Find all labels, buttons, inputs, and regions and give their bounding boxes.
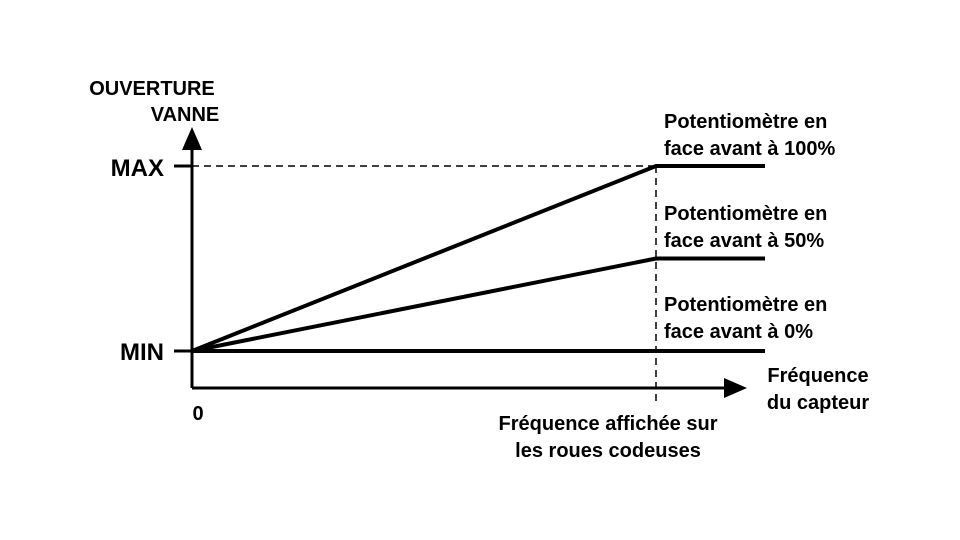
curve-50-label-line-2: face avant à 50% xyxy=(664,230,824,252)
y-axis-label-line-2: VANNE xyxy=(151,104,220,126)
x-axis-arrowhead xyxy=(724,378,747,398)
curve-100-label-line-2: face avant à 100% xyxy=(664,138,835,160)
curves-group xyxy=(191,164,765,353)
frequency-marker-label-line-2: les roues codeuses xyxy=(515,440,701,462)
min-label: MIN xyxy=(120,339,164,366)
curve-100-percent xyxy=(191,164,765,353)
max-label: MAX xyxy=(111,155,164,182)
y-axis-label-line-1: OUVERTURE xyxy=(89,78,215,100)
curve-50-percent xyxy=(191,256,765,353)
origin-label: 0 xyxy=(192,403,203,425)
curve-100-label-line-1: Potentiomètre en xyxy=(664,111,827,133)
frequency-marker-label-line-1: Fréquence affichée sur xyxy=(499,413,718,435)
curve-50-label-line-1: Potentiomètre en xyxy=(664,203,827,225)
x-axis-label-line-2: du capteur xyxy=(767,392,869,414)
curve-0-label-line-1: Potentiomètre en xyxy=(664,294,827,316)
x-axis-label-line-1: Fréquence xyxy=(767,365,868,387)
curve-0-label-line-2: face avant à 0% xyxy=(664,321,813,343)
y-axis-arrowhead xyxy=(182,127,202,150)
